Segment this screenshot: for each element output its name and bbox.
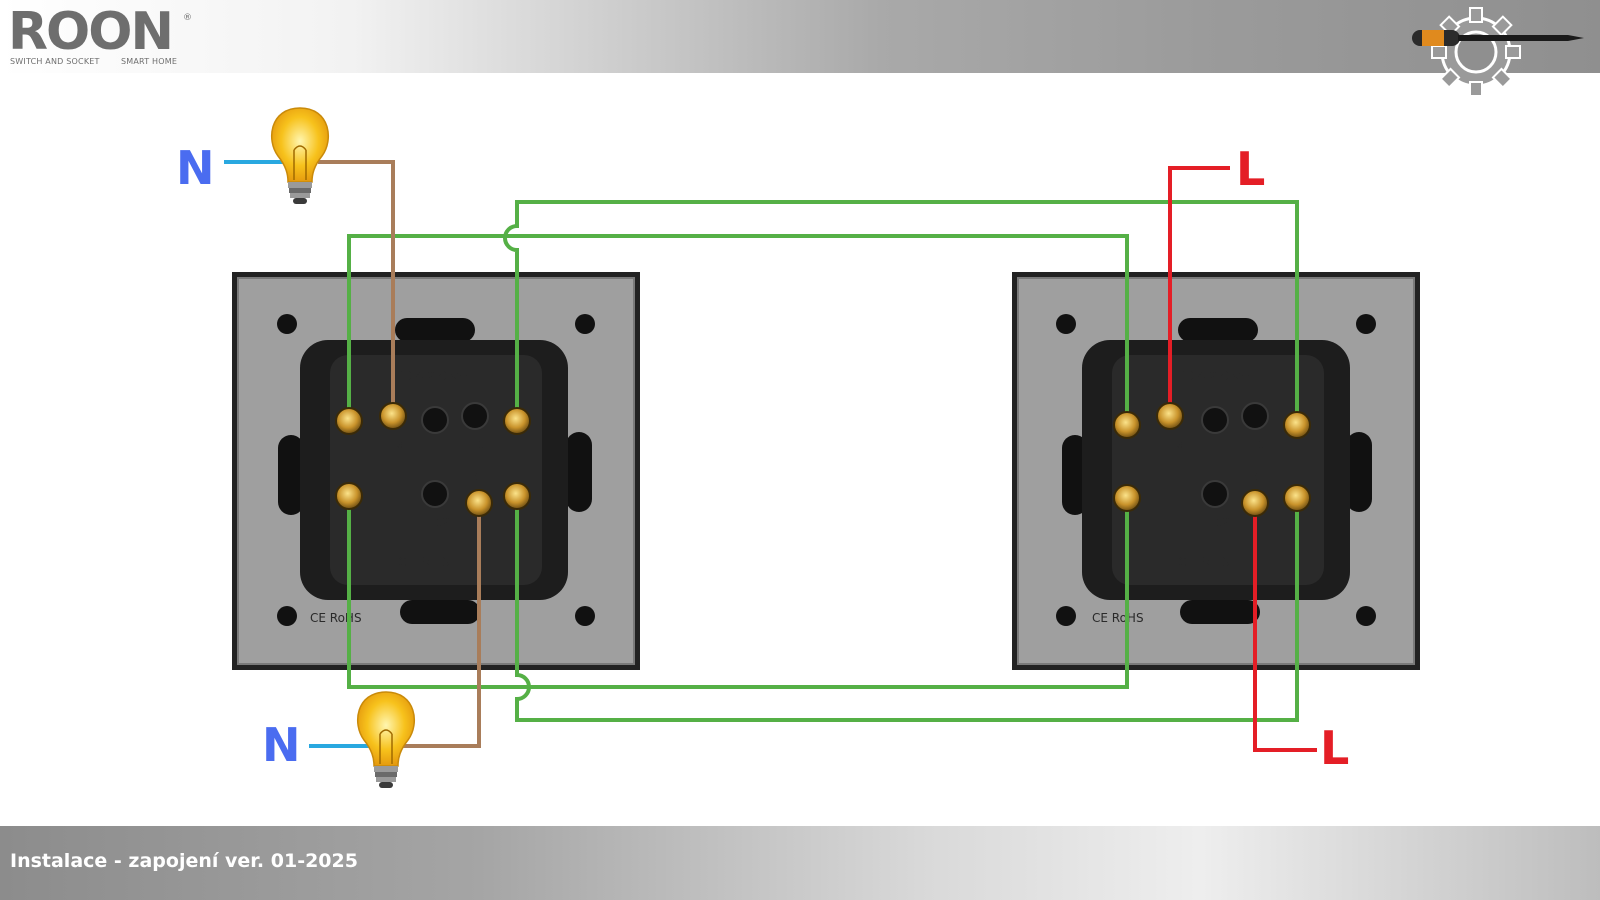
label-neutral-bottom: N	[262, 718, 301, 772]
screwdriver-gear-icon	[1412, 7, 1584, 96]
terminal-screw	[1113, 411, 1141, 439]
logo-tagline-left: SWITCH AND SOCKET	[10, 57, 100, 66]
switch-right: 10A 250V~ La Lb Lc Lb2 CE RoHS CE RoHS	[1012, 272, 1420, 670]
terminal-screw	[503, 407, 531, 435]
terminal-screw	[335, 482, 363, 510]
terminal-screw	[1283, 484, 1311, 512]
roon-logo: ROON	[8, 2, 174, 62]
label-neutral-top: N	[176, 141, 215, 195]
terminal-la-right: La	[1170, 437, 1184, 451]
switched-wires	[318, 160, 481, 748]
switch-left: 10A 250V~ La Lb Lc Lb2 CE RoHS CE RoHS	[232, 272, 640, 670]
terminal-screw	[1283, 411, 1311, 439]
terminals	[335, 402, 1311, 517]
light-bulb-icon	[357, 691, 415, 788]
terminal-lb-right: Lb	[1250, 437, 1264, 451]
terminal-lb2-left: Lb2	[428, 515, 450, 529]
footer-banner: Instalace - zapojení ver. 01-2025	[0, 826, 1600, 900]
traveler-wire-inner-bottom	[347, 496, 1129, 689]
terminal-lb-left: Lb	[470, 437, 484, 451]
label-live-top: L	[1236, 142, 1265, 196]
marking-ce-right: CE RoHS	[1178, 555, 1230, 569]
logo-tagline-right: SMART HOME	[121, 57, 178, 66]
terminal-screw	[1113, 484, 1141, 512]
label-live-bottom: L	[1320, 721, 1349, 775]
rating-text-right: 10A 250V~	[1182, 369, 1250, 383]
header-banner: ROON ® SWITCH AND SOCKET SMART HOME	[0, 0, 1600, 96]
terminal-screw	[503, 482, 531, 510]
terminal-screw	[465, 489, 493, 517]
terminal-lc-right: Lc	[1248, 469, 1261, 483]
switched-wire-bottom	[403, 503, 481, 748]
terminal-screw	[379, 402, 407, 430]
terminal-screw	[1241, 489, 1269, 517]
terminal-screw	[335, 407, 363, 435]
marking-ce-left: CE RoHS	[398, 555, 450, 569]
terminal-lc-left: Lc	[468, 469, 481, 483]
marking-ce-plate-right: CE RoHS	[1092, 611, 1144, 625]
live-wire-bottom	[1253, 503, 1317, 752]
switched-wire-top	[318, 160, 395, 416]
footer-version-text: Instalace - zapojení ver. 01-2025	[10, 850, 358, 872]
registered-mark: ®	[183, 13, 192, 23]
terminal-la-left: La	[390, 437, 404, 451]
traveler-wire-inner-top	[347, 234, 1129, 425]
terminal-screw	[1156, 402, 1184, 430]
marking-ce-plate-left: CE RoHS	[310, 611, 362, 625]
traveler-wires	[347, 200, 1299, 722]
rating-text-left: 10A 250V~	[400, 369, 468, 383]
terminal-lb2-right: Lb2	[1208, 515, 1230, 529]
live-wires	[1168, 166, 1317, 752]
light-bulb-icon	[271, 107, 329, 204]
neutral-wires	[224, 160, 370, 748]
live-wire-top	[1168, 166, 1230, 416]
traveler-wire-outer-top	[503, 200, 1299, 425]
traveler-wire-outer-bottom	[515, 496, 1299, 722]
